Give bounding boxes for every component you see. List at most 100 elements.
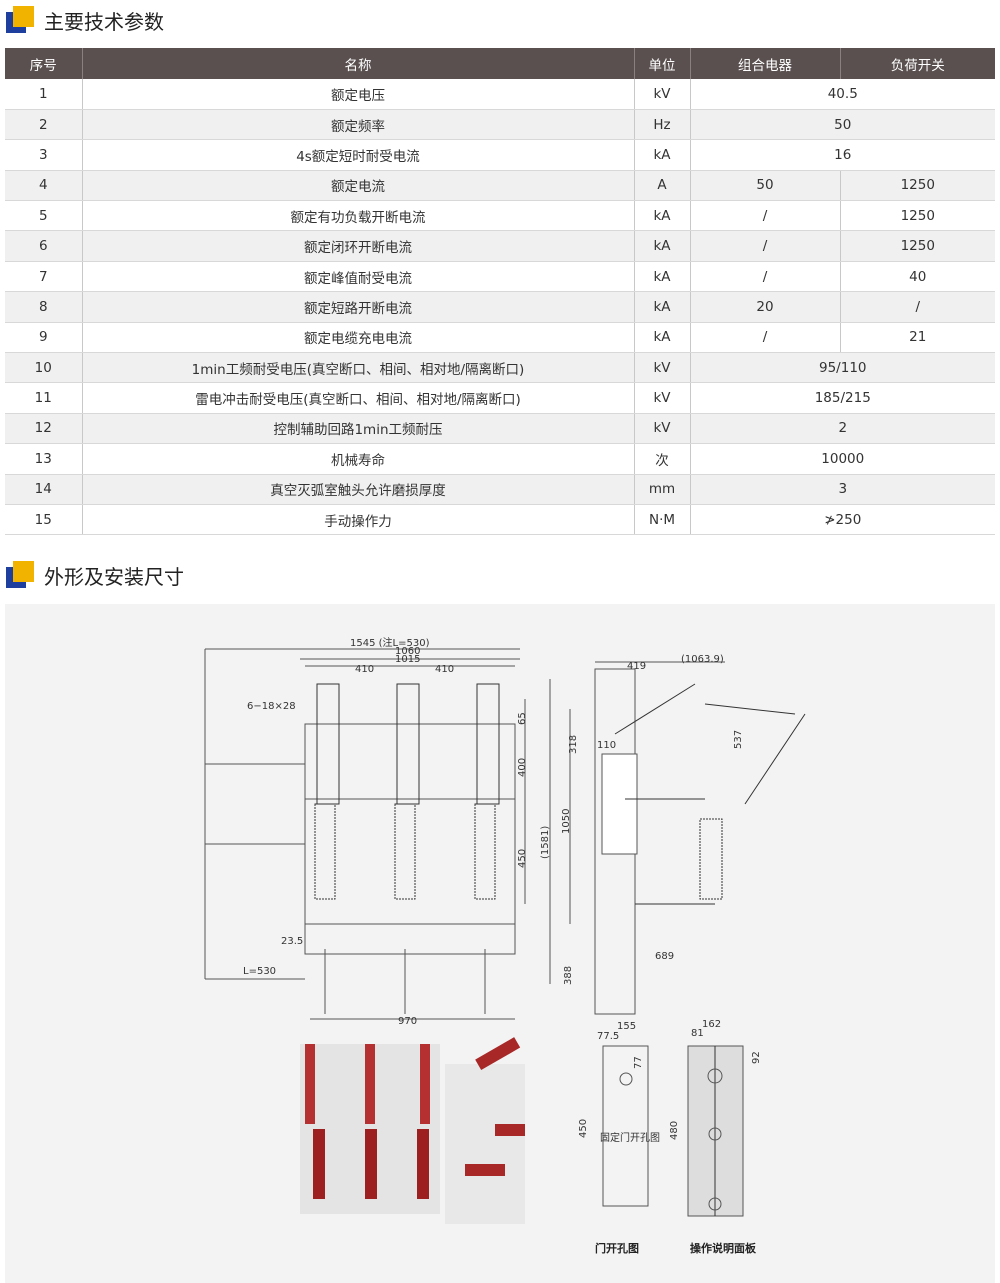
table-cell: 额定短路开断电流 bbox=[82, 291, 635, 323]
table-cell: mm bbox=[634, 474, 691, 505]
section-header-dimensions: 外形及安装尺寸 bbox=[6, 560, 184, 590]
column-header: 序号 bbox=[5, 48, 83, 79]
dimension-label: 388 bbox=[563, 965, 574, 985]
table-cell: kV bbox=[634, 382, 691, 414]
table-cell: 6 bbox=[5, 230, 83, 262]
table-cell: 手动操作力 bbox=[82, 504, 635, 536]
table-cell: 1min工频耐受电压(真空断口、相间、相对地/隔离断口) bbox=[82, 352, 635, 384]
table-cell: kA bbox=[634, 139, 691, 171]
dimension-label: 318 bbox=[568, 734, 579, 754]
table-cell: 4 bbox=[5, 170, 83, 202]
table-cell: 3 bbox=[690, 474, 995, 505]
table-cell: / bbox=[840, 291, 995, 323]
door-cutout bbox=[602, 1045, 649, 1207]
dimension-label: 410 bbox=[355, 664, 375, 675]
table-cell: 次 bbox=[634, 443, 691, 475]
table-cell: 额定峰值耐受电流 bbox=[82, 261, 635, 293]
dimension-label: 77 bbox=[633, 1056, 644, 1069]
table-cell: A bbox=[634, 170, 691, 202]
table-cell: Hz bbox=[634, 109, 691, 141]
product-photo bbox=[300, 1037, 525, 1224]
table-cell: 50 bbox=[690, 170, 841, 202]
section-icon bbox=[6, 561, 36, 589]
dimension-label: 1060 bbox=[395, 646, 421, 657]
table-cell: kA bbox=[634, 322, 691, 354]
table-cell: kA bbox=[634, 200, 691, 232]
table-cell: 185/215 bbox=[690, 382, 995, 414]
table-cell: 4s额定短时耐受电流 bbox=[82, 139, 635, 171]
table-cell: 额定频率 bbox=[82, 109, 635, 141]
table-cell: 2 bbox=[5, 109, 83, 141]
dimension-label: 81 bbox=[691, 1028, 704, 1039]
table-cell: / bbox=[690, 261, 841, 293]
dimension-label: 419 bbox=[627, 661, 647, 672]
dimension-label: 92 bbox=[751, 1051, 762, 1064]
table-cell: kV bbox=[634, 352, 691, 384]
dimension-label: 480 bbox=[669, 1120, 680, 1140]
section-header-params: 主要技术参数 bbox=[6, 5, 164, 35]
dimension-label: 固定门开孔图 bbox=[600, 1133, 660, 1144]
table-cell: 40.5 bbox=[690, 79, 995, 110]
table-cell: 1 bbox=[5, 79, 83, 110]
table-cell: 1250 bbox=[840, 230, 995, 262]
table-cell: N·M bbox=[634, 504, 691, 536]
dimension-label: 23.5 bbox=[281, 936, 304, 947]
table-cell: / bbox=[690, 322, 841, 354]
dimension-label: 537 bbox=[733, 729, 744, 749]
table-cell: 2 bbox=[690, 413, 995, 445]
table-cell: 额定电流 bbox=[82, 170, 635, 202]
dimension-label: 1050 bbox=[561, 808, 572, 834]
table-cell: 1250 bbox=[840, 170, 995, 202]
table-cell: 1250 bbox=[840, 200, 995, 232]
table-cell: 额定有功负载开断电流 bbox=[82, 200, 635, 232]
dimension-label: 970 bbox=[398, 1016, 418, 1027]
table-cell: ≯250 bbox=[690, 504, 995, 536]
front-frame bbox=[304, 723, 516, 955]
table-cell: 15 bbox=[5, 504, 83, 536]
table-cell: 控制辅助回路1min工频耐压 bbox=[82, 413, 635, 445]
table-cell: 雷电冲击耐受电压(真空断口、相间、相对地/隔离断口) bbox=[82, 382, 635, 414]
table-cell: 10 bbox=[5, 352, 83, 384]
dimension-label: 1015 bbox=[395, 654, 421, 665]
table-cell: 额定电压 bbox=[82, 79, 635, 110]
dimension-label: 1545 (注L=530) bbox=[350, 638, 430, 649]
table-cell: 5 bbox=[5, 200, 83, 232]
dimension-label: 155 bbox=[617, 1021, 637, 1032]
column-header: 组合电器 bbox=[690, 48, 841, 79]
caption-panel: 操作说明面板 bbox=[690, 1242, 756, 1255]
table-cell: / bbox=[690, 200, 841, 232]
dimension-label: 65 bbox=[517, 712, 528, 725]
table-cell: 12 bbox=[5, 413, 83, 445]
table-cell: kA bbox=[634, 261, 691, 293]
dimension-label: 400 bbox=[517, 757, 528, 777]
column-header: 单位 bbox=[634, 48, 691, 79]
table-cell: 13 bbox=[5, 443, 83, 475]
dimension-label: (1063.9) bbox=[681, 654, 724, 665]
column-header: 负荷开关 bbox=[840, 48, 995, 79]
dimension-label: 689 bbox=[655, 951, 675, 962]
table-cell: kV bbox=[634, 413, 691, 445]
column-header: 名称 bbox=[82, 48, 635, 79]
table-cell: 机械寿命 bbox=[82, 443, 635, 475]
dimension-label: 410 bbox=[435, 664, 455, 675]
table-cell: / bbox=[690, 230, 841, 262]
table-cell: 95/110 bbox=[690, 352, 995, 384]
table-cell: kA bbox=[634, 291, 691, 323]
table-cell: kA bbox=[634, 230, 691, 262]
table-cell: 3 bbox=[5, 139, 83, 171]
table-cell: 50 bbox=[690, 109, 995, 141]
table-cell: 额定电缆充电电流 bbox=[82, 322, 635, 354]
table-cell: 9 bbox=[5, 322, 83, 354]
